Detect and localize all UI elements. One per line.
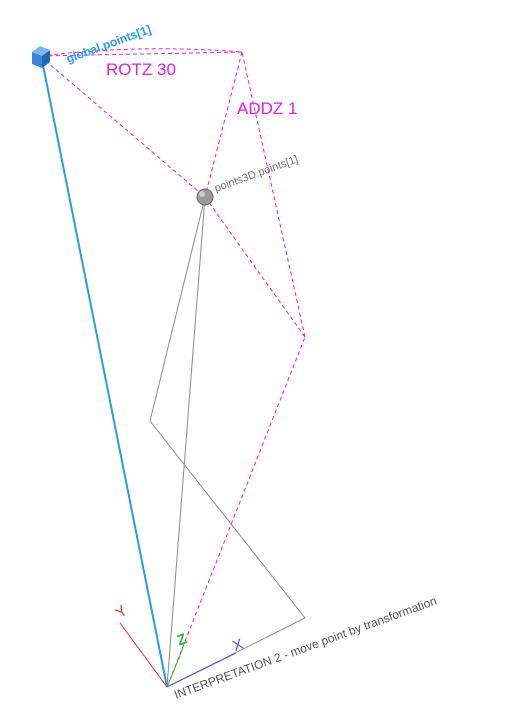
axis-x-label: X [231, 636, 246, 655]
axis-y-line [119, 622, 168, 688]
construction-polyline [149, 196, 306, 688]
construction-lines [149, 196, 306, 688]
cube-icon[interactable] [32, 46, 50, 68]
axis-x-line [166, 652, 237, 688]
axes-gizmo [119, 622, 237, 688]
transform-dashed-line [204, 51, 243, 198]
transform-dashed-line [166, 336, 306, 688]
rotation-label: ROTZ 30 [106, 60, 176, 79]
transform-dashed-line [39, 55, 206, 198]
axis-y-label: Y [112, 602, 130, 622]
translation-label: ADDZ 1 [237, 99, 297, 118]
axis-z-line [166, 647, 184, 688]
axis-z-label: Z [175, 630, 189, 649]
global-point-line [41, 59, 168, 688]
construction-line-origin-to-point3d [166, 196, 206, 688]
sphere-icon[interactable] [196, 188, 214, 206]
transform-dashed-line [204, 196, 306, 338]
transform-path [39, 51, 306, 688]
rotation-arc [39, 48, 243, 57]
transform-dashed-line [241, 51, 306, 338]
transform-dashed-line [39, 51, 243, 57]
caption-label: INTERPRETATION 2 - move point by transfo… [172, 593, 438, 701]
point3d-label: points3D.points[1] [213, 153, 300, 194]
